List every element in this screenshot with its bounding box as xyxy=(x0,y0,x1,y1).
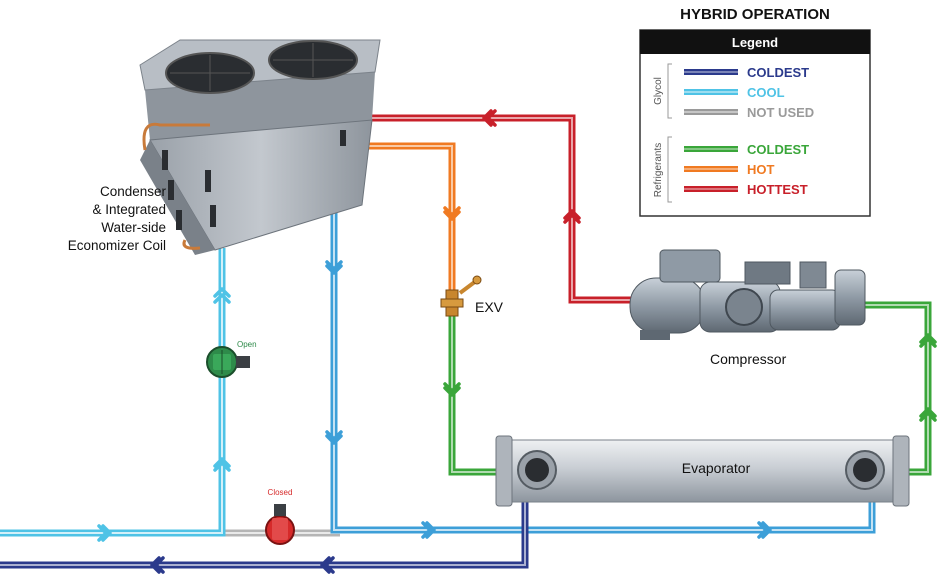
legend-label-ref-hot: HOT xyxy=(747,162,775,177)
condenser xyxy=(139,39,381,255)
legend-group-refrigerants: Refrigerants xyxy=(653,143,664,197)
evaporator-label: Evaporator xyxy=(682,460,751,476)
condenser-label-line3: Water-side xyxy=(101,220,166,235)
exv-valve xyxy=(440,275,482,317)
valve-open-label: Open xyxy=(237,340,257,349)
condenser-label-line1: Condenser xyxy=(100,184,167,199)
legend-label-not-used: NOT USED xyxy=(747,105,814,120)
condenser-label-line4: Economizer Coil xyxy=(68,238,166,253)
diagram-title: HYBRID OPERATION xyxy=(680,6,830,23)
legend-swatch-not-used xyxy=(684,109,738,115)
pipe-refrigerant-hot xyxy=(362,142,456,292)
valve-open xyxy=(206,346,250,378)
valve-closed xyxy=(265,504,295,545)
legend-label-glycol-cool: COOL xyxy=(747,85,785,100)
legend-label-glycol-coldest: COLDEST xyxy=(747,65,809,80)
condenser-label-line2: & Integrated xyxy=(92,202,166,217)
legend-header: Legend xyxy=(732,35,778,50)
pipe-refrigerant-coldest-exv xyxy=(448,315,500,476)
flow-arrows xyxy=(97,109,937,574)
compressor xyxy=(629,249,866,340)
exv-label: EXV xyxy=(475,299,504,315)
legend-group-glycol: Glycol xyxy=(653,77,664,105)
valve-closed-label: Closed xyxy=(268,488,293,497)
legend-swatch-ref-hottest xyxy=(684,186,738,192)
compressor-label: Compressor xyxy=(710,351,787,367)
legend-swatch-glycol-coldest xyxy=(684,69,738,75)
legend-swatch-glycol-cool xyxy=(684,89,738,95)
legend-swatch-ref-hot xyxy=(684,166,738,172)
pipe-glycol-cool-supply xyxy=(0,248,226,537)
legend-label-ref-hottest: HOTTEST xyxy=(747,182,808,197)
legend-swatch-ref-coldest xyxy=(684,146,738,152)
legend-label-ref-coldest: COLDEST xyxy=(747,142,809,157)
legend: Legend Glycol Refrigerants COLDEST COOL … xyxy=(639,29,871,217)
evaporator xyxy=(495,435,910,507)
